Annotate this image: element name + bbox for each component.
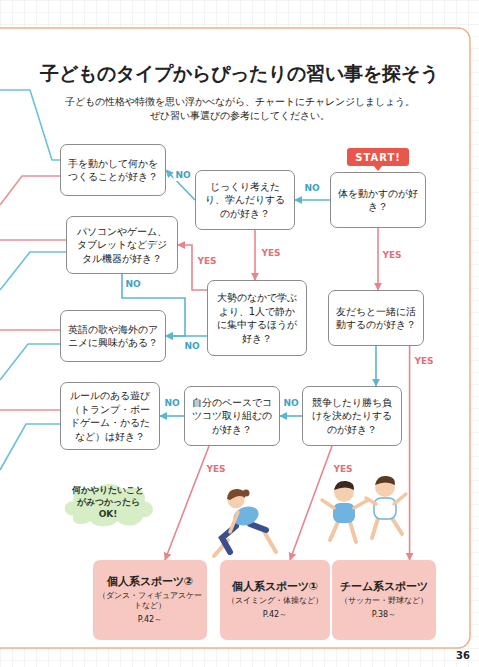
page-reference: P.42～ [138,615,162,625]
flow-connector [166,335,207,337]
page-reference: P.42～ [263,610,287,620]
result-box: チーム系スポーツ （サッカー・野球など） P.38～ [332,560,436,640]
node-text: 大勢のなかで学ぶより、1人で静かに集中するほうが好き？ [214,291,300,345]
flow-connector [165,446,209,560]
question-box: じっくり考えたり、学んだりするのが好き？ [195,170,295,230]
girl-illustration [214,489,276,556]
boys-illustration [322,476,406,542]
flow-connector [295,199,330,201]
offpage-lines [0,90,66,470]
node-text: 競争したり勝ち負けを決めたりするのが好き？ [309,396,395,437]
flow-connector [280,415,302,417]
page-number: 36 [452,650,474,661]
page-title: 子どものタイプからぴったりの習い事を探そう [0,61,479,87]
flow-connector [409,346,411,560]
question-box: ルールのある遊び（トランプ・ボードゲーム・かるたなど）は好き？ [60,382,160,450]
node-text: パソコンやゲーム、タブレットなどデジタル機器が好き？ [73,225,171,266]
question-box: パソコンやゲーム、タブレットなどデジタル機器が好き？ [66,216,178,274]
result-examples: （スイミング・体操など） [227,596,323,606]
flow-connector [160,415,184,417]
flow-connector [375,346,377,386]
node-text: 手を動かして何かをつくることが好き？ [67,157,159,184]
result-title: 個人系スポーツ① [232,580,318,594]
start-pointer [373,165,383,171]
edge-label: YES [204,465,227,475]
edge-label: YES [380,251,403,261]
edge-label: NO [173,171,192,181]
edge-label: NO [162,399,181,409]
question-box: 大勢のなかで学ぶより、1人で静かに集中するほうが好き？ [207,280,307,356]
edge-label: NO [281,399,300,409]
question-box: 友だちと一緒に活動するのが好き？ [328,290,424,346]
edge-label: NO [302,184,321,194]
edge-label: NO [182,342,201,352]
edge-label: YES [259,249,282,259]
start-badge: START! [347,148,409,166]
result-examples: （サッカー・野球など） [340,596,428,606]
node-text: 友だちと一緒に活動するのが好き？ [335,305,417,332]
intro-text: 子どもの性格や特徴を思い浮かべながら、チャートにチャレンジしましょう。 [0,96,479,109]
flow-connector [254,230,256,280]
result-title: 個人系スポーツ② [107,575,193,589]
intro-text: ぜひ習い事選びの参考にしてください。 [0,110,479,123]
edge-label: YES [195,257,218,267]
result-examples: （ダンス・フィギュアスケートなど） [98,591,202,612]
note-cloud: 何かやりたいことがみつかったらOK! [60,476,156,530]
node-text: じっくり考えたり、学んだりするのが好き？ [202,180,288,221]
question-box: 手を動かして何かをつくることが好き？ [60,144,166,196]
node-text: 何かやりたいことがみつかったらOK! [70,485,146,520]
node-text: 体を動かすのが好き？ [337,187,419,214]
flow-connector [166,170,195,200]
result-box: 個人系スポーツ② （ダンス・フィギュアスケートなど） P.42～ [93,560,207,640]
question-box: 自分のペースでコツコツ取り組むのが好き？ [184,386,280,446]
edge-label: NO [123,280,142,290]
question-box: 競争したり勝ち負けを決めたりするのが好き？ [302,386,402,446]
node-text: START! [355,152,401,163]
edge-label: YES [412,357,435,367]
node-text: 自分のペースでコツコツ取り組むのが好き？ [191,396,273,437]
page-reference: P.38～ [372,610,396,620]
node-text: ルールのある遊び（トランプ・ボードゲーム・かるたなど）は好き？ [67,389,153,443]
flow-connector [178,245,207,290]
question-box: 体を動かすのが好き？ [330,172,426,228]
flow-connector [377,228,379,290]
node-text: 英語の歌や海外のアニメに興味がある？ [67,323,159,350]
result-title: チーム系スポーツ [340,580,428,594]
question-box: 英語の歌や海外のアニメに興味がある？ [60,310,166,362]
result-box: 個人系スポーツ① （スイミング・体操など） P.42～ [220,560,330,640]
flow-connector [290,446,332,560]
edge-label: YES [331,465,354,475]
